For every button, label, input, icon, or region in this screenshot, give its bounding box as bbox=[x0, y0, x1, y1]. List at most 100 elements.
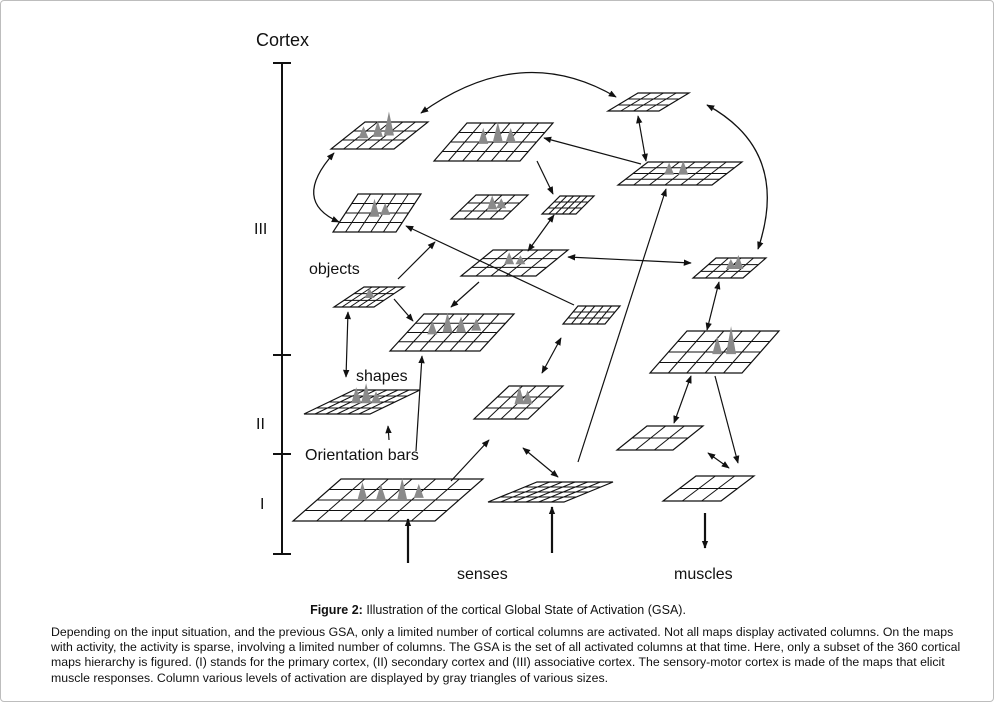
link-farright-to-motorup bbox=[705, 281, 721, 331]
link-hub-to-farright bbox=[567, 254, 692, 266]
senses-label: senses bbox=[457, 566, 508, 583]
map-column-line bbox=[475, 249, 509, 277]
link-small-to-hub bbox=[527, 214, 555, 252]
link-center-to-left bbox=[405, 225, 575, 306]
activation-peak bbox=[496, 198, 507, 209]
map-assoc-left bbox=[331, 193, 423, 233]
map-primary-visual bbox=[291, 478, 485, 522]
map-column-line bbox=[571, 305, 587, 325]
map-outline bbox=[561, 305, 622, 325]
map-connections bbox=[313, 71, 768, 563]
map-column-line bbox=[341, 286, 373, 308]
map-column-line bbox=[514, 385, 550, 420]
map-column-line bbox=[487, 385, 523, 420]
link-tr-to-right bbox=[636, 115, 648, 162]
map-column-line bbox=[548, 195, 568, 215]
map-column-line bbox=[568, 195, 588, 215]
map-hub bbox=[459, 249, 570, 277]
link-hub-to-objlarge bbox=[450, 281, 480, 308]
activation-peak bbox=[471, 318, 482, 331]
map-column-line bbox=[596, 305, 612, 325]
activation-peak bbox=[478, 127, 489, 144]
level-I-label: I bbox=[260, 496, 264, 513]
map-column-line bbox=[620, 92, 652, 112]
map-assoc-top bbox=[432, 122, 555, 162]
link-objsmall-to-objlarge bbox=[393, 298, 414, 322]
activation-peak bbox=[361, 383, 372, 404]
map-column-line bbox=[705, 257, 729, 279]
link-primvis-to-secA bbox=[450, 439, 490, 482]
link-top-to-small bbox=[536, 160, 554, 195]
map-column-line bbox=[587, 305, 604, 325]
activation-peak bbox=[442, 312, 453, 333]
link-tl-to-left bbox=[313, 152, 340, 223]
map-motor-upper bbox=[648, 326, 781, 374]
map-assoc-right bbox=[616, 160, 744, 186]
cortex-level-scale bbox=[273, 62, 291, 555]
link-motorup-to-primmotor bbox=[714, 375, 740, 464]
activation-peak bbox=[733, 255, 744, 269]
figure-title: Illustration of the cortical Global Stat… bbox=[362, 603, 686, 617]
map-column-line bbox=[463, 194, 490, 220]
activation-peak bbox=[371, 391, 381, 404]
activation-peak bbox=[351, 387, 362, 404]
activation-peak bbox=[678, 160, 689, 175]
map-column-line bbox=[633, 92, 664, 112]
map-outline bbox=[540, 195, 596, 215]
activation-peak bbox=[380, 202, 391, 215]
map-assoc-small bbox=[540, 195, 596, 215]
shapes-label: shapes bbox=[356, 368, 408, 385]
map-motor-mid bbox=[615, 425, 705, 451]
map-column-line bbox=[562, 195, 581, 215]
map-primary-auditory bbox=[487, 481, 614, 503]
link-center-to-secA bbox=[541, 337, 562, 374]
activation-peak bbox=[375, 484, 386, 500]
map-assoc-tl bbox=[329, 111, 430, 150]
cortex-label: Cortex bbox=[256, 30, 309, 50]
map-assoc-tr bbox=[605, 92, 692, 112]
link-motormid-to-primmotor bbox=[707, 452, 730, 469]
activation-peak bbox=[515, 255, 526, 265]
link-tr-to-farright bbox=[706, 104, 768, 250]
activation-peak bbox=[505, 128, 516, 142]
cortical-maps bbox=[291, 92, 781, 522]
map-column-line bbox=[381, 121, 416, 150]
map-assoc-mid bbox=[449, 194, 530, 220]
link-tl-to-tr bbox=[420, 71, 617, 114]
map-column-line bbox=[365, 286, 397, 308]
activation-peak bbox=[427, 320, 438, 335]
map-column-line bbox=[555, 195, 574, 215]
activation-peak bbox=[712, 336, 723, 355]
level-II-label: II bbox=[256, 416, 265, 433]
activation-peak bbox=[514, 386, 525, 405]
activation-peak bbox=[413, 483, 424, 498]
link-right-to-top bbox=[543, 136, 642, 165]
activation-peak bbox=[726, 326, 737, 355]
activation-peak bbox=[487, 195, 498, 210]
muscles-label: muscles bbox=[674, 566, 733, 583]
activation-peak bbox=[369, 198, 380, 217]
map-outline bbox=[459, 249, 570, 277]
figure-caption-title: Figure 2: Illustration of the cortical G… bbox=[1, 603, 993, 617]
activation-peak bbox=[397, 478, 408, 500]
link-secA-to-primaud bbox=[522, 447, 559, 478]
figure-number: Figure 2: bbox=[310, 603, 363, 617]
map-secondary-a bbox=[472, 385, 565, 420]
map-shapes bbox=[303, 383, 421, 415]
activation-peak bbox=[456, 316, 466, 333]
activation-peak bbox=[492, 122, 503, 142]
orientation-bars-label: Orientation bars bbox=[305, 447, 419, 464]
link-motorup-to-motormid bbox=[673, 375, 692, 424]
link-orient-to-shapes bbox=[385, 425, 392, 441]
activation-peak bbox=[358, 126, 369, 139]
activation-peak bbox=[504, 252, 515, 265]
link-primaud-to-right bbox=[577, 188, 667, 463]
objects-label: objects bbox=[309, 261, 360, 278]
activation-peak bbox=[357, 482, 368, 500]
activation-peak bbox=[522, 390, 533, 405]
map-assoc-center bbox=[561, 305, 622, 325]
activation-peak bbox=[725, 259, 736, 269]
map-column-line bbox=[645, 92, 677, 112]
activation-peak bbox=[364, 288, 375, 298]
